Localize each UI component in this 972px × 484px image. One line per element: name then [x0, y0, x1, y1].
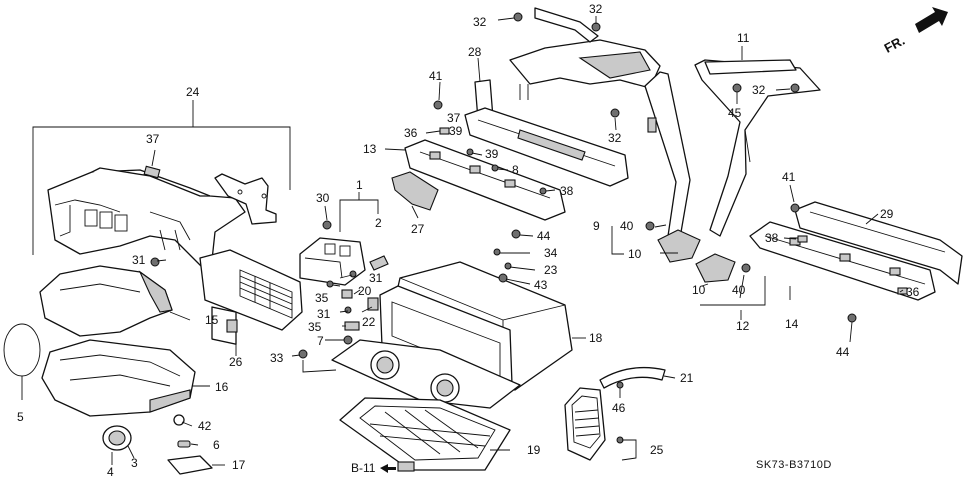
label-3: 3: [131, 456, 138, 470]
label-42: 42: [198, 419, 212, 433]
clip-26: [226, 319, 238, 333]
label-6: 6: [213, 438, 220, 452]
trim-strip: [599, 366, 666, 389]
reference-label: B-11: [351, 461, 376, 475]
label-26: 26: [229, 355, 243, 369]
label-37b: 37: [146, 132, 160, 146]
label-41b: 41: [782, 170, 796, 184]
label-27: 27: [411, 222, 425, 236]
column-cover-lower: [41, 339, 196, 417]
label-15: 15: [205, 313, 219, 327]
label-9: 9: [593, 219, 600, 233]
bracket-10a: [657, 229, 701, 263]
label-12: 12: [736, 319, 750, 333]
upper-beam: [464, 107, 629, 187]
label-38a: 38: [560, 184, 574, 198]
bracket-10b: [695, 253, 736, 283]
label-22: 22: [362, 315, 376, 329]
reference-b11: B-11: [351, 461, 396, 475]
label-11: 11: [737, 31, 750, 45]
support-beam: [404, 139, 566, 221]
front-direction-label: FR.: [882, 33, 908, 56]
label-1: 1: [356, 178, 363, 192]
label-45: 45: [728, 106, 742, 120]
label-36a: 36: [404, 126, 418, 140]
drawing-code: SK73-B3710D: [756, 459, 832, 471]
label-35a: 35: [315, 291, 329, 305]
label-41a: 41: [429, 69, 443, 83]
label-29: 29: [880, 207, 894, 221]
bracket-11: [704, 59, 797, 75]
switch-panel: [299, 237, 366, 286]
label-28: 28: [468, 45, 482, 59]
front-direction-arrow: [915, 7, 948, 33]
clip-6: [177, 440, 191, 448]
label-8: 8: [512, 163, 519, 177]
center-vent-panel: [199, 249, 303, 345]
label-19: 19: [527, 443, 541, 457]
label-44b: 44: [836, 345, 850, 359]
grommet: [102, 425, 132, 451]
column-cover-upper: [39, 265, 173, 337]
label-35b: 35: [308, 320, 322, 334]
leader-lines: [21, 16, 904, 466]
label-14: 14: [785, 317, 799, 331]
label-2: 2: [375, 216, 382, 230]
label-10b: 10: [692, 283, 706, 297]
label-44a: 44: [537, 229, 551, 243]
label-32c: 32: [752, 83, 766, 97]
label-10a: 10: [628, 247, 642, 261]
right-upper-beam: [794, 201, 963, 285]
label-32a: 32: [473, 15, 487, 29]
label-46: 46: [612, 401, 626, 415]
label-31c: 31: [317, 307, 331, 321]
fasteners: [150, 12, 908, 444]
instrument-panel: [47, 165, 277, 269]
label-38b: 38: [765, 231, 779, 245]
label-30: 30: [316, 191, 330, 205]
label-36b: 36: [906, 285, 920, 299]
label-34: 34: [544, 246, 558, 260]
tray: [339, 397, 511, 471]
ring-seal: [3, 323, 41, 377]
label-37a: 37: [447, 111, 461, 125]
label-31b: 31: [369, 271, 383, 285]
label-39a: 39: [449, 124, 463, 138]
label-4: 4: [107, 465, 114, 479]
label-17: 17: [232, 458, 246, 472]
bracket-24: [32, 126, 291, 255]
label-23: 23: [544, 263, 558, 277]
label-24: 24: [186, 85, 200, 99]
label-40a: 40: [620, 219, 634, 233]
tray-clip: [397, 461, 415, 472]
upper-bracket-frame: [509, 7, 661, 100]
support-12: [694, 59, 821, 237]
speaker-panel: [331, 339, 521, 409]
label-25: 25: [650, 443, 664, 457]
label-5: 5: [17, 410, 24, 424]
label-39b: 39: [485, 147, 499, 161]
label-7: 7: [317, 334, 324, 348]
bulb-2: [369, 255, 389, 271]
label-33: 33: [270, 351, 284, 365]
label-18: 18: [589, 331, 603, 345]
pad-17: [167, 455, 213, 475]
label-13: 13: [363, 142, 377, 156]
part-number-labels: 32 32 32 32 28 41 37 36 39 13 39 8 38 24…: [17, 2, 920, 479]
label-43: 43: [534, 278, 548, 292]
label-20: 20: [358, 284, 372, 298]
label-32b: 32: [589, 2, 603, 16]
label-32d: 32: [608, 131, 622, 145]
label-21: 21: [680, 371, 694, 385]
label-31a: 31: [132, 253, 146, 267]
clip-42: [173, 414, 185, 426]
support-9: [644, 71, 691, 239]
label-16: 16: [215, 380, 229, 394]
bracket-27: [391, 171, 439, 211]
label-40b: 40: [732, 283, 746, 297]
side-vent: [564, 387, 606, 461]
